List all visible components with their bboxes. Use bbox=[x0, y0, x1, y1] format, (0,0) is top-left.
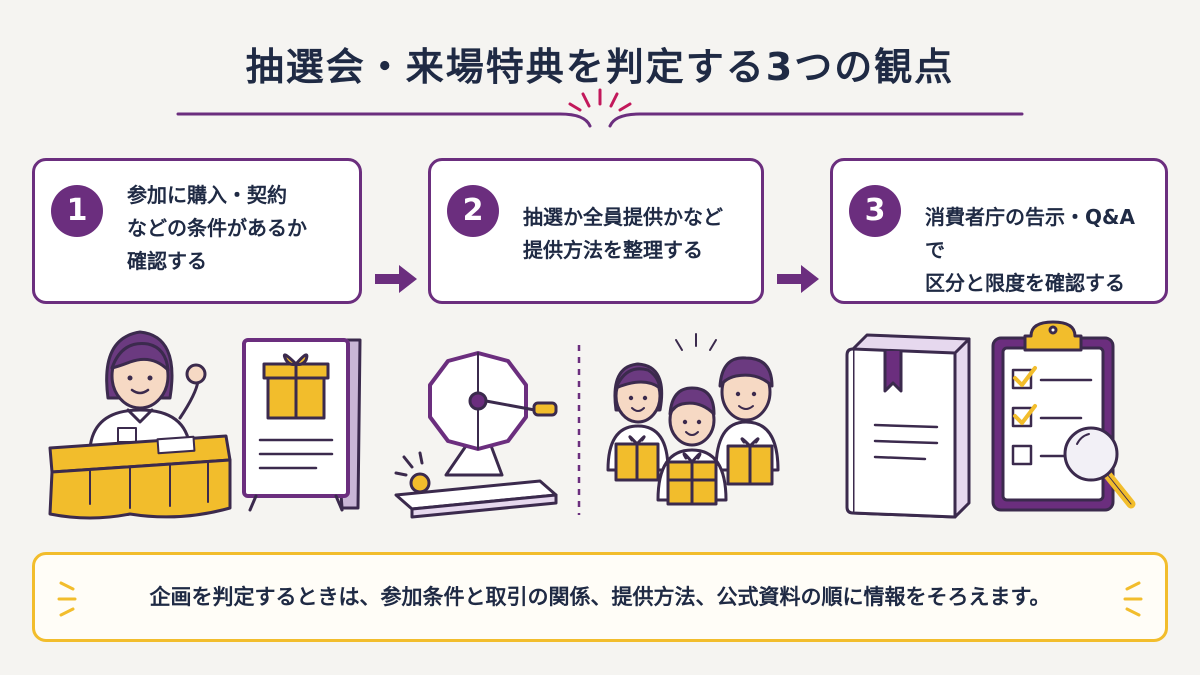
arrow-right-icon bbox=[375, 265, 417, 293]
step-text: 抽選か全員提供かなど 提供方法を整理する bbox=[523, 205, 723, 262]
receptionist-icon bbox=[48, 330, 232, 520]
lottery-machine-icon bbox=[394, 351, 558, 519]
step-card-1: 1 参加に購入・契約 などの条件があるか 確認する bbox=[32, 158, 362, 304]
step-number-badge: 1 bbox=[51, 185, 103, 237]
step-number-badge: 2 bbox=[447, 185, 499, 237]
book-icon bbox=[845, 333, 971, 519]
summary-note: 企画を判定するときは、参加条件と取引の関係、提供方法、公式資料の順に情報をそろえ… bbox=[32, 552, 1168, 642]
step-card-2: 2 抽選か全員提供かなど 提供方法を整理する bbox=[428, 158, 764, 304]
summary-text: 企画を判定するときは、参加条件と取引の関係、提供方法、公式資料の順に情報をそろえ… bbox=[149, 585, 1051, 609]
checklist-clipboard-icon bbox=[991, 320, 1136, 512]
page-title: 抽選会・来場特典を判定する3つの観点 bbox=[245, 45, 955, 89]
gift-signboard-icon bbox=[242, 338, 362, 512]
magnifier-icon bbox=[1063, 426, 1136, 509]
sparkle-icon bbox=[57, 581, 77, 617]
title-underline-sparkle-icon bbox=[176, 88, 1024, 128]
step-text: 消費者庁の告示・Q&Aで 区分と限度を確認する bbox=[925, 205, 1135, 295]
step-card-3: 3 消費者庁の告示・Q&Aで 区分と限度を確認する bbox=[830, 158, 1168, 304]
arrow-right-icon bbox=[777, 265, 819, 293]
step-text: 参加に購入・契約 などの条件があるか 確認する bbox=[127, 183, 307, 273]
sparkle-icon bbox=[1123, 581, 1143, 617]
divider bbox=[577, 345, 581, 515]
family-with-gifts-icon bbox=[606, 333, 780, 506]
step-number-badge: 3 bbox=[849, 185, 901, 237]
